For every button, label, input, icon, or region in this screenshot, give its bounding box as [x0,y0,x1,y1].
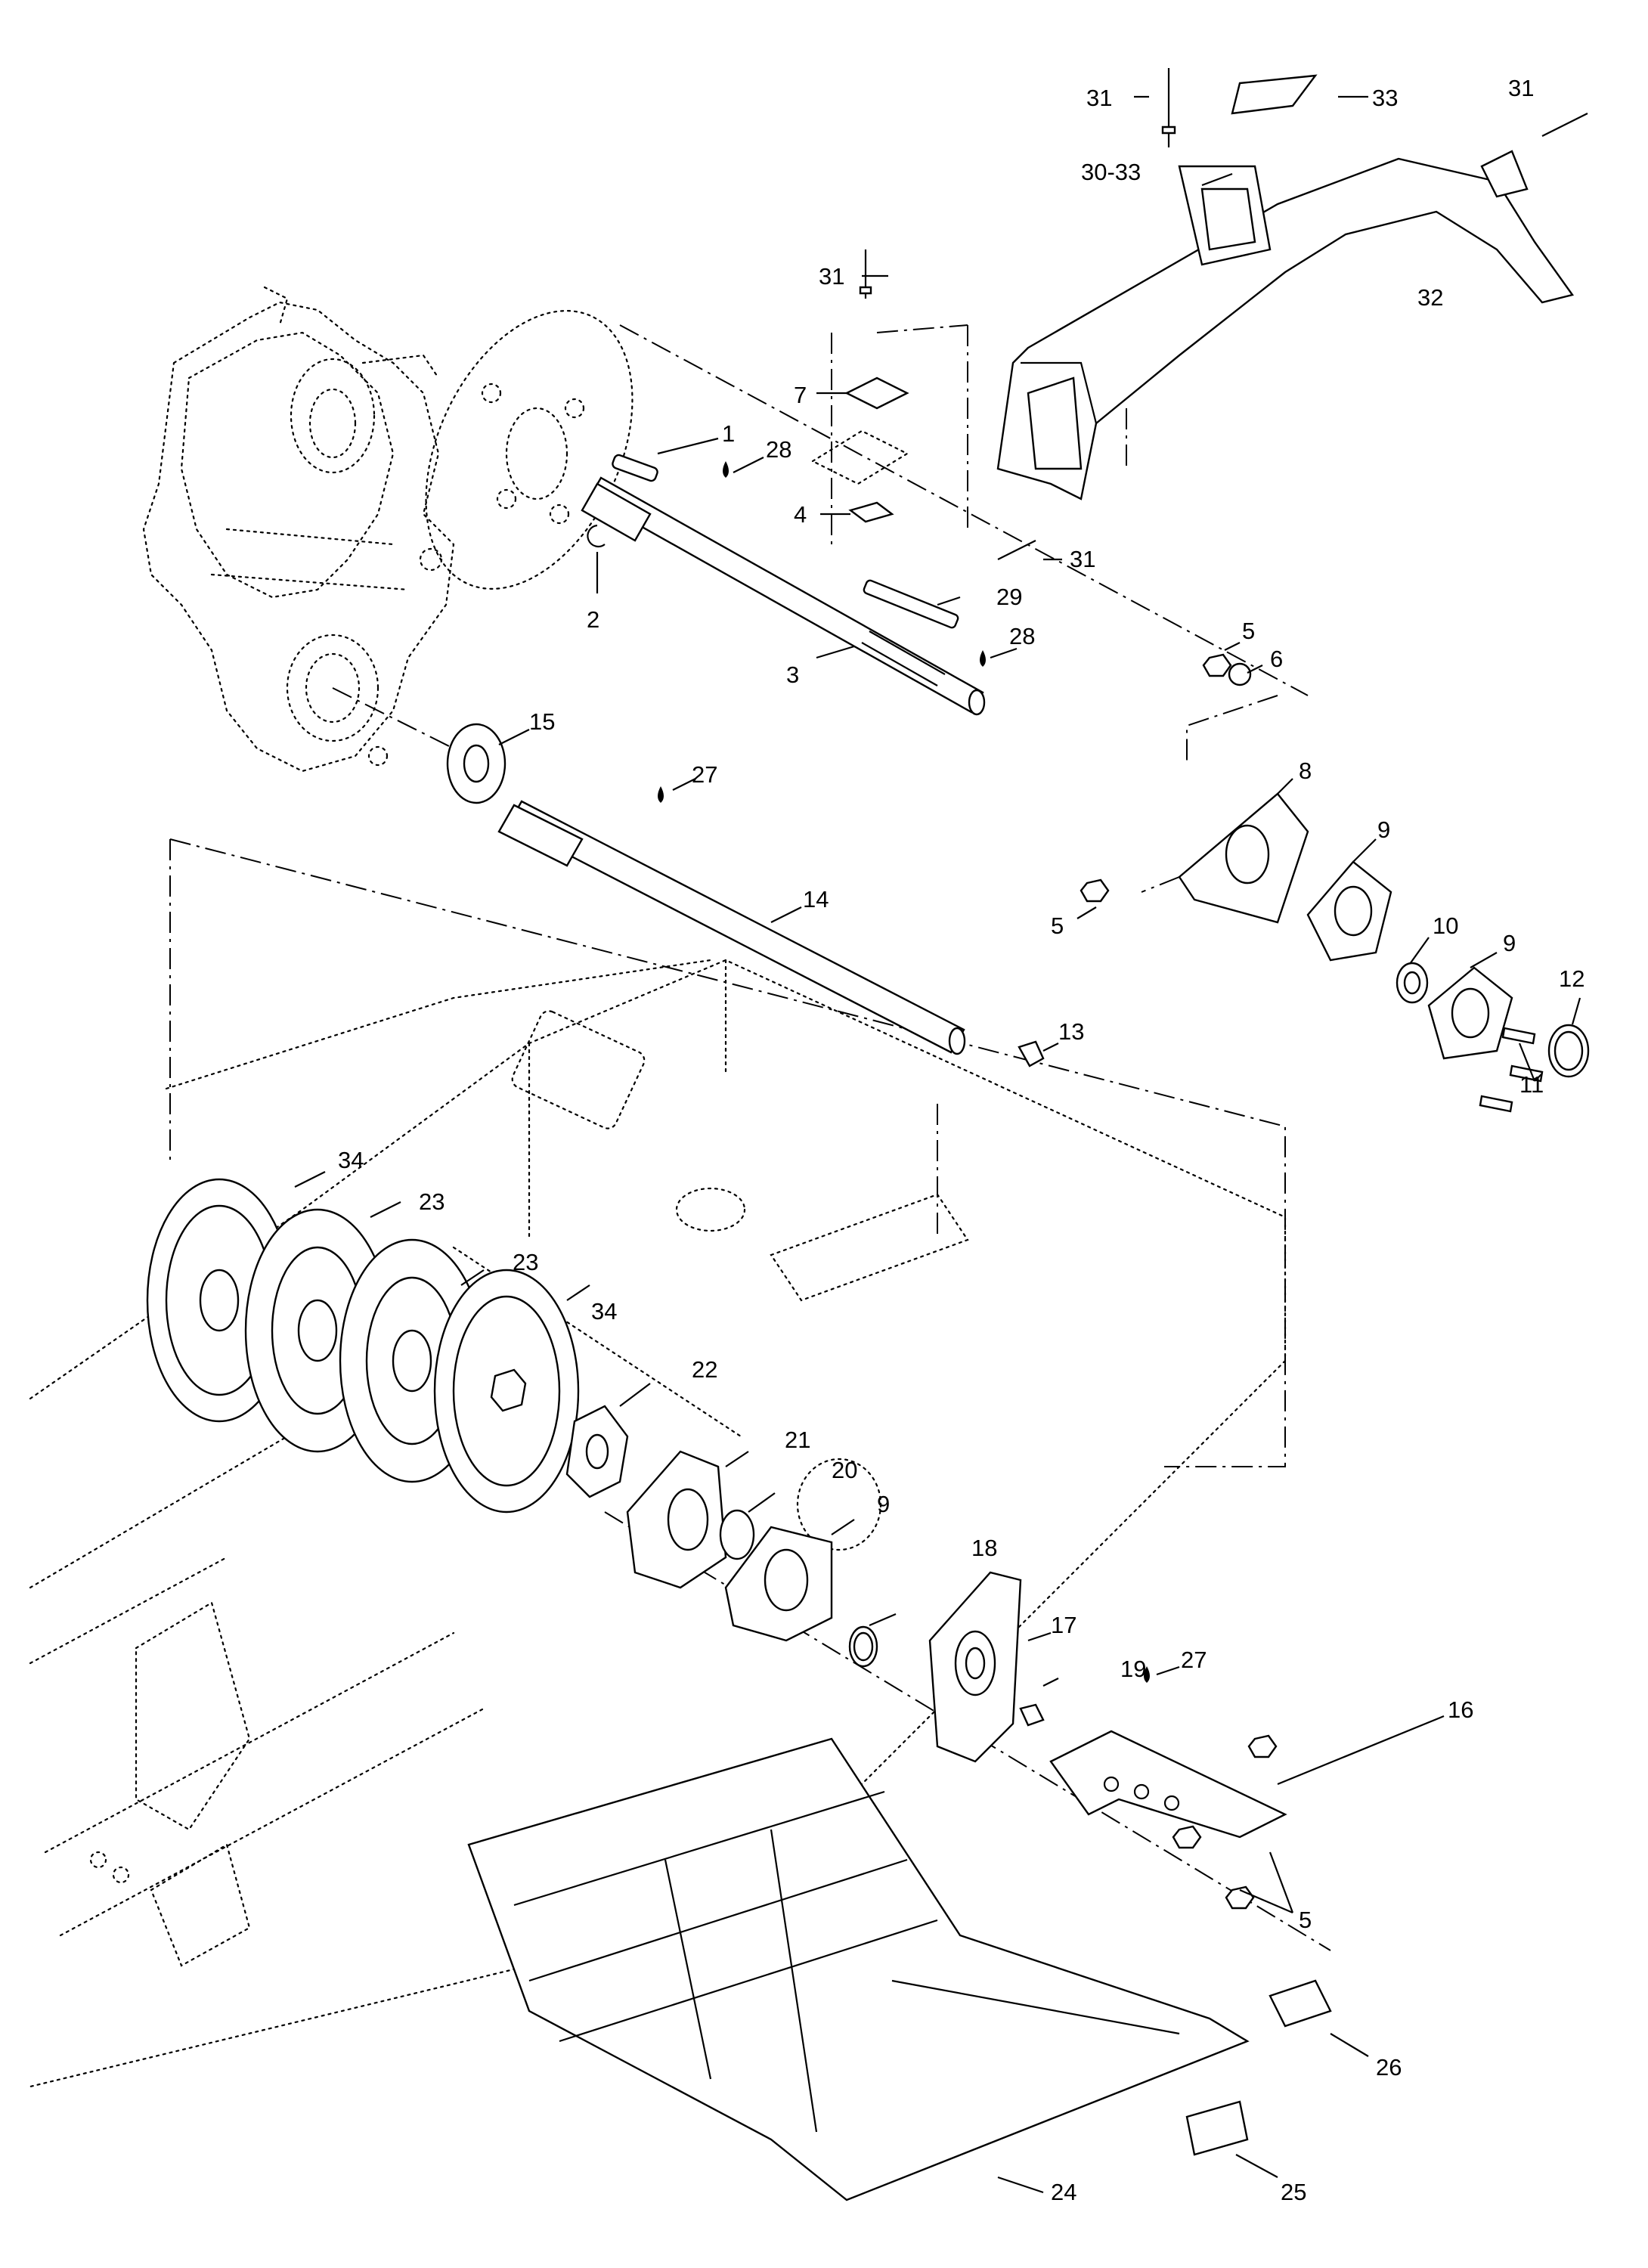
callout-28-lower: 28 [1009,623,1035,649]
pins-part-31 [859,68,1588,560]
ring-part-18 [848,1625,878,1668]
callout-12: 12 [1559,965,1584,992]
callout-31-bottom: 31 [1070,546,1095,572]
plate-part-4 [848,501,894,523]
callout-30-33: 30-33 [1081,159,1141,185]
drive-hub-17 [928,1571,1022,1763]
brake-disc [425,310,633,590]
callout-18: 18 [971,1535,997,1561]
callout-5-upper: 5 [1242,618,1255,644]
bearing-housing-9-upper [1306,860,1392,962]
callout-2: 2 [587,606,599,633]
chaincase-housing [142,286,455,773]
plate-assembly [810,429,909,485]
slider-part-26 [1269,1979,1332,2028]
callout-24: 24 [1051,2179,1076,2205]
callout-labels: 1 2 3 4 5 5 5 6 7 8 9 9 9 10 11 12 13 14… [338,75,1584,2205]
callout-27-lower: 27 [1181,1647,1207,1673]
callout-26: 26 [1376,2054,1402,2081]
callout-31-middle: 31 [819,263,844,290]
bearing-housing-9-lower [724,1526,833,1642]
driveshaft-upper [581,476,986,716]
nut-part-5-left [1080,878,1110,903]
circlip-part-2 [587,524,606,548]
bearing-part-10 [1396,962,1429,1004]
oil-drop-icon [980,650,986,667]
callout-16: 16 [1448,1696,1473,1723]
callout-23-first: 23 [419,1188,445,1215]
callout-21: 21 [785,1427,810,1453]
oil-drop-icons [658,461,1150,1683]
callout-33: 33 [1372,85,1398,111]
key-part-29 [863,579,959,629]
washer-part-15 [446,723,506,804]
leader-lines [294,95,1581,2194]
callout-25: 25 [1281,2179,1306,2205]
callout-17: 17 [1051,1612,1076,1638]
part-22 [565,1405,629,1498]
key-part-1 [612,454,658,482]
bearing-part-20 [719,1509,755,1560]
callout-9-outer: 9 [1503,930,1516,956]
nut-part-5-upper [1202,653,1232,677]
bearing-housing-21 [626,1450,727,1589]
callout-5-lower: 5 [1299,1907,1312,1933]
callout-34-outer: 34 [338,1147,364,1173]
callout-29: 29 [996,584,1022,610]
center-lines [169,324,1331,1951]
callout-9-lower: 9 [877,1491,890,1517]
callout-10: 10 [1433,912,1458,939]
callout-34-inner: 34 [591,1298,617,1325]
callout-23-second: 23 [513,1249,538,1275]
callout-14: 14 [803,886,829,912]
driveshaft-lower [497,800,966,1055]
washer-part-6 [1228,662,1252,686]
callout-7: 7 [794,382,807,408]
plug-part-13 [1018,1040,1045,1067]
callout-4: 4 [794,501,807,528]
oil-drop-icon [658,786,664,803]
callout-11: 11 [1519,1071,1544,1098]
callout-6: 6 [1270,646,1283,672]
callout-22: 22 [692,1356,717,1383]
callout-3: 3 [786,662,799,688]
callout-20: 20 [832,1457,857,1483]
bracket-part-7 [844,376,909,410]
bracket-part-16 [1049,1730,1287,1839]
bearing-housing-9-outer [1427,966,1513,1060]
oil-drop-icon [723,461,729,478]
chaincase-cover [996,74,1575,500]
callout-31-right: 31 [1508,75,1534,101]
drive-wheel-34-inner [433,1269,580,1514]
fitting-part-19 [1019,1703,1045,1727]
callout-32: 32 [1417,284,1443,311]
callout-27-upper: 27 [692,761,717,788]
callout-1: 1 [722,420,735,447]
track-part-24 [467,1737,1250,2201]
callout-8: 8 [1299,758,1312,784]
callout-28-upper: 28 [766,436,791,463]
callout-19: 19 [1120,1656,1146,1682]
bearing-flange-8 [1178,792,1309,924]
ring-part-12 [1547,1024,1590,1078]
slider-part-25 [1185,2100,1249,2156]
callout-15: 15 [529,708,555,735]
callout-31-top: 31 [1086,85,1112,111]
callout-13: 13 [1058,1018,1084,1045]
callout-9-upper: 9 [1377,816,1390,843]
oil-drop-icon [1144,1666,1150,1683]
callout-5-left: 5 [1051,912,1064,939]
bolts-part-11 [1479,1027,1544,1113]
